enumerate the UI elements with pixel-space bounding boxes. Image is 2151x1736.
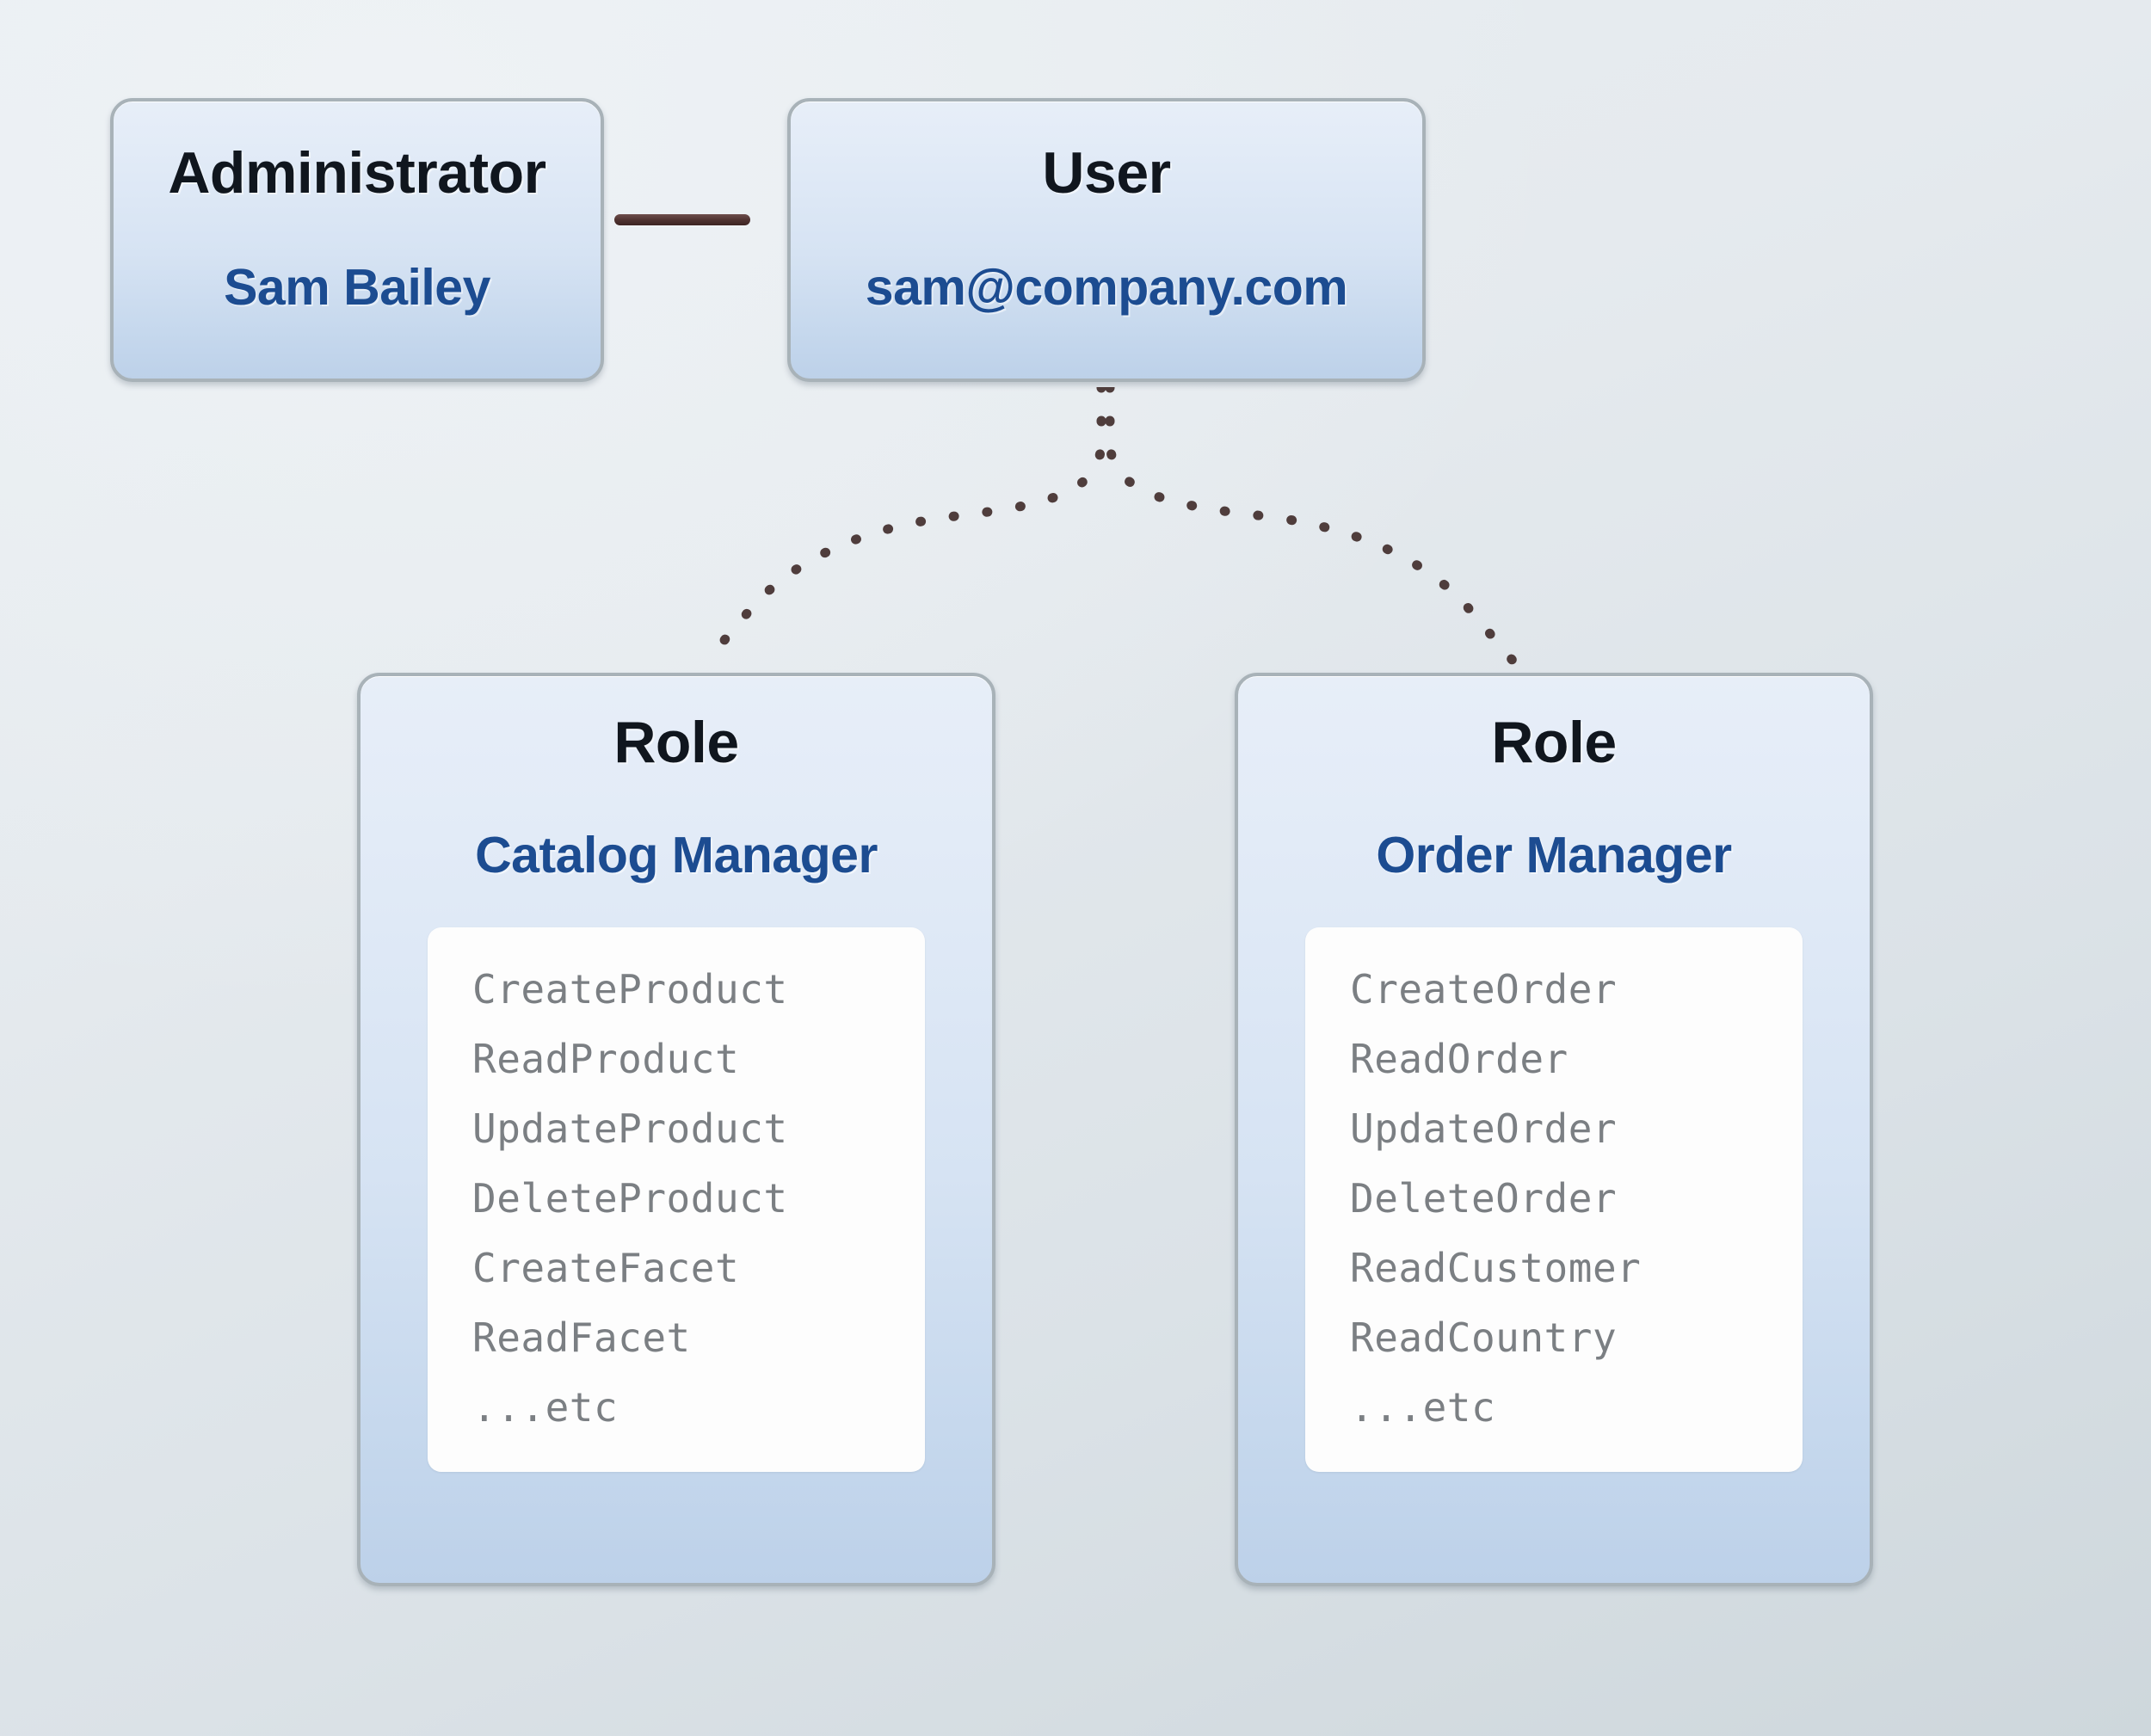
node-role-order-manager-type-label: Role — [1491, 710, 1617, 775]
permission-item: ReadOrder — [1350, 1036, 1569, 1082]
node-role-order-manager[interactable]: Role Order Manager CreateOrder ReadOrder… — [1235, 673, 1873, 1586]
node-user[interactable]: User sam@company.com — [787, 98, 1426, 382]
node-role-catalog-manager-type-label: Role — [613, 710, 739, 775]
permission-item: CreateOrder — [1350, 966, 1618, 1013]
permission-item: ReadCustomer — [1350, 1245, 1642, 1291]
permission-panel-order-manager: CreateOrder ReadOrder UpdateOrder Delete… — [1305, 927, 1803, 1472]
permission-item: UpdateProduct — [472, 1105, 788, 1152]
permission-item: DeleteProduct — [472, 1175, 788, 1222]
node-role-order-manager-value-label: Order Manager — [1376, 827, 1732, 883]
node-user-value-label: sam@company.com — [865, 259, 1348, 316]
permission-item: ReadProduct — [472, 1036, 740, 1082]
node-administrator[interactable]: Administrator Sam Bailey — [110, 98, 604, 382]
node-role-catalog-manager-value-label: Catalog Manager — [475, 827, 878, 883]
connector-user-to-role-order — [1105, 387, 1519, 668]
permission-panel-catalog-manager: CreateProduct ReadProduct UpdateProduct … — [428, 927, 925, 1472]
permission-item: CreateFacet — [472, 1245, 740, 1291]
permission-item: ReadCountry — [1350, 1314, 1618, 1361]
permission-item: DeleteOrder — [1350, 1175, 1618, 1222]
node-user-type-label: User — [1042, 140, 1171, 206]
permission-item: CreateProduct — [472, 966, 788, 1013]
permission-item: ...etc — [472, 1384, 619, 1431]
node-administrator-value-label: Sam Bailey — [224, 259, 490, 316]
node-administrator-type-label: Administrator — [168, 140, 546, 206]
permission-item: ...etc — [1350, 1384, 1496, 1431]
connector-administrator-to-user — [614, 214, 750, 225]
connector-user-to-roles — [700, 387, 1519, 668]
permission-item: ReadFacet — [472, 1314, 691, 1361]
connector-user-to-role-catalog — [700, 387, 1106, 668]
node-role-catalog-manager[interactable]: Role Catalog Manager CreateProduct ReadP… — [357, 673, 995, 1586]
permission-item: UpdateOrder — [1350, 1105, 1618, 1152]
